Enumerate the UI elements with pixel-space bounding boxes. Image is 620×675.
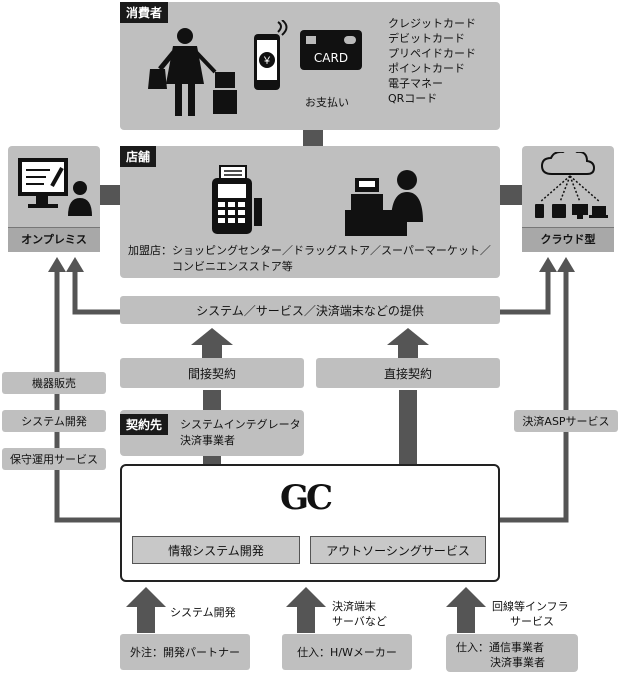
gc-logo: GC: [280, 478, 333, 518]
input-telecom-arrow-label-1: 回線等インフラ: [492, 600, 569, 613]
cloud-network-icon: [535, 152, 608, 219]
consumer-panel: 消費者 ￥ CARD お支払い クレジットカード デビットカード プリペイドカー…: [120, 2, 500, 130]
input-telecom-box-line1: 仕入：通信事業者: [456, 641, 544, 654]
workstation-user-icon: [18, 158, 92, 216]
connector-provision-to-onpremise: [72, 268, 120, 315]
payment-method: クレジットカード: [388, 17, 476, 30]
input-box-dev-partner: 外注：開発パートナー: [120, 634, 250, 670]
credit-card-icon: CARD: [300, 30, 362, 70]
merchants-line1: 加盟店：ショッピングセンター／ドラッグストア／スーパーマーケット／: [128, 244, 491, 257]
cloud-label: クラウド型: [540, 233, 596, 246]
smartphone-icon: ￥: [254, 20, 288, 90]
service-equipment-sales: 機器販売: [2, 372, 106, 394]
connector-provision-to-cloud: [500, 268, 551, 315]
input-hw-arrow-label-1: 決済端末: [332, 600, 376, 613]
input-telecom-box-line2: 決済事業者: [490, 656, 545, 669]
payment-method: デビットカード: [388, 32, 465, 45]
contractor-panel: 契約先 システムインテグレータ 決済事業者: [120, 410, 304, 456]
store-panel: 店舗 加盟店：ショッピングセンター／ドラッグストア／スーパーマーケット／ コンビ…: [120, 146, 500, 278]
card-label: CARD: [313, 51, 349, 65]
gc-company-box: GC 情報システム開発 アウトソーシングサービス: [120, 464, 500, 582]
input-box-hw-maker: 仕入：H/Wメーカー: [282, 634, 412, 670]
indirect-contract-box: 間接契約: [120, 358, 304, 388]
merchants-line2: コンビニエンスストア等: [172, 260, 293, 273]
payment-method: 電子マネー: [388, 77, 443, 90]
cloud-panel: クラウド型: [522, 146, 614, 252]
arrow-direct-lower: [399, 390, 417, 465]
input-telecom-arrow-label-2: サービス: [510, 615, 554, 628]
connector-gc-to-onpremise: [54, 268, 120, 523]
cashier-icon: [345, 170, 423, 236]
service-payment-asp: 決済ASPサービス: [514, 410, 618, 432]
arrow-input-dev: [126, 587, 166, 633]
svg-text:￥: ￥: [262, 56, 272, 67]
arrow-indirect-upper: [191, 328, 233, 359]
direct-contract-box: 直接契約: [316, 358, 500, 388]
contractor-line1: システムインテグレータ: [180, 418, 301, 431]
shopper-icon: [148, 28, 237, 116]
arrow-direct-upper: [387, 328, 429, 359]
payment-label: お支払い: [305, 96, 349, 109]
input-box-telecom: 仕入：通信事業者 決済事業者: [446, 634, 578, 672]
payment-terminal-icon: [212, 165, 262, 234]
gc-service-outsourcing: アウトソーシングサービス: [310, 536, 486, 564]
input-hw-arrow-label-2: サーバなど: [332, 615, 387, 628]
onpremise-panel: オンプレミス: [8, 146, 100, 252]
contractor-line2: 決済事業者: [180, 434, 235, 447]
provision-bar: システム／サービス／決済端末などの提供: [120, 296, 500, 324]
onpremise-label: オンプレミス: [21, 233, 87, 246]
service-system-development: システム開発: [2, 410, 106, 432]
payment-methods-list: クレジットカード デビットカード プリペイドカード ポイントカード 電子マネー …: [388, 16, 476, 106]
contractor-tag: 契約先: [120, 414, 169, 435]
arrow-input-hw: [286, 587, 326, 633]
payment-method: QRコード: [388, 92, 438, 105]
gc-service-it-development: 情報システム開発: [132, 536, 300, 564]
arrow-input-telecom: [446, 587, 486, 633]
input-dev-arrow-label: システム開発: [170, 606, 236, 619]
service-maintenance: 保守運用サービス: [2, 448, 106, 470]
connector-gc-to-cloud: [500, 268, 569, 523]
payment-method: プリペイドカード: [388, 47, 476, 60]
consumer-tag: 消費者: [120, 2, 169, 23]
store-tag: 店舗: [120, 146, 157, 167]
payment-method: ポイントカード: [388, 62, 465, 75]
